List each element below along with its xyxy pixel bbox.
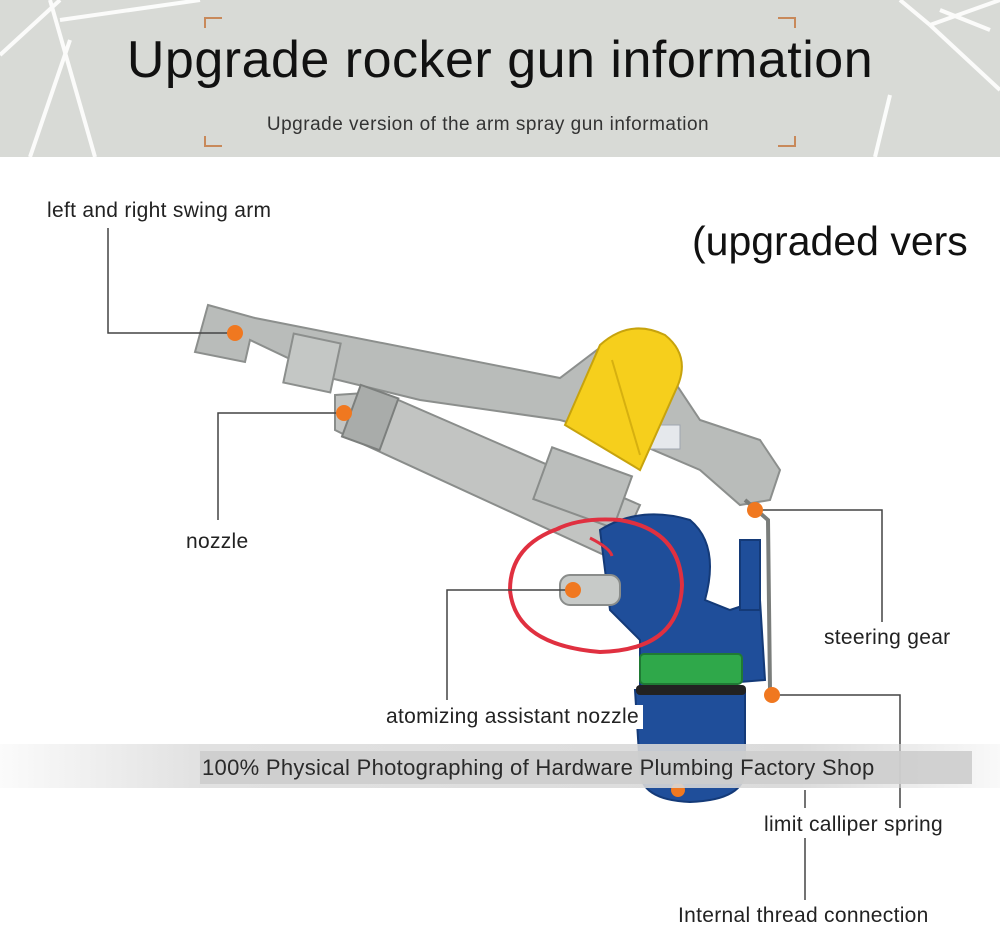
label-steering-gear: steering gear bbox=[824, 626, 951, 649]
label-swing-arm: left and right swing arm bbox=[47, 199, 272, 222]
label-limit-spring: limit calliper spring bbox=[764, 813, 944, 836]
callout-dots bbox=[227, 325, 780, 797]
banner-decoration bbox=[0, 0, 1000, 157]
page-subtitle: Upgrade version of the arm spray gun inf… bbox=[266, 114, 710, 135]
corner-brackets bbox=[204, 17, 796, 147]
partial-heading: (upgraded vers bbox=[692, 218, 968, 264]
label-thread-connection: Internal thread connection bbox=[678, 904, 929, 927]
yellow-cap-shape bbox=[563, 327, 683, 472]
label-nozzle: nozzle bbox=[186, 530, 249, 553]
highlight-circle bbox=[507, 517, 685, 655]
watermark-text: 100% Physical Photographing of Hardware … bbox=[200, 751, 972, 784]
barrel-shape bbox=[334, 383, 642, 562]
header-banner: Upgrade rocker gun information Upgrade v… bbox=[0, 0, 1000, 157]
page-title: Upgrade rocker gun information bbox=[126, 31, 874, 89]
label-atomizing-nozzle: atomizing assistant nozzle bbox=[382, 705, 643, 729]
